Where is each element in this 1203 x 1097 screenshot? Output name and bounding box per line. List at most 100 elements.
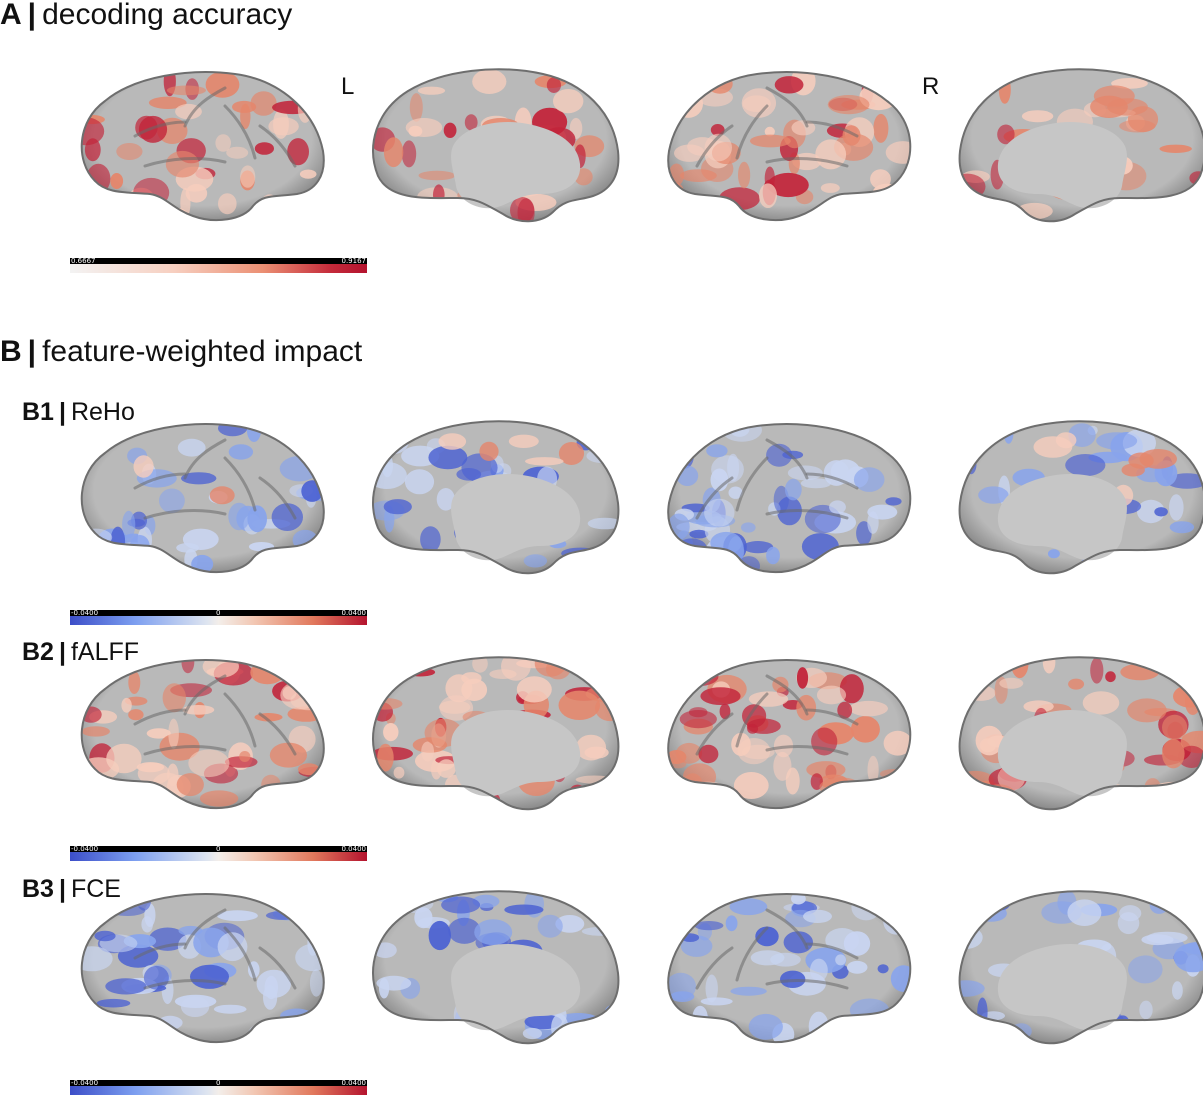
panel-b3-title: B3|FCE [22,877,121,902]
activation-patch [383,137,404,168]
activation-patch [248,542,275,552]
activation-patch [1119,905,1142,922]
panel-a-letter: A [0,0,22,31]
activation-patch [689,529,709,539]
sulcus [258,476,297,520]
activation-patch [574,203,586,215]
activation-patch [133,455,154,478]
activation-patch [876,546,892,570]
activation-patch [417,86,446,95]
activation-patch [595,781,619,799]
activation-patch [405,118,443,137]
activation-patch [1016,202,1053,220]
medial-wall [997,474,1127,561]
activation-patch [700,997,733,1006]
sulcus [258,124,297,168]
activation-patch [441,896,481,914]
activation-patch [1181,423,1203,433]
activation-patch [406,196,431,219]
activation-patch [706,444,728,458]
activation-patch [516,676,552,703]
activation-patch [587,517,619,530]
activation-patch [853,467,885,492]
activation-patch [978,486,1009,504]
activation-patch [489,669,517,679]
activation-patch [843,931,871,956]
activation-patch [202,660,240,678]
activation-patch [866,1024,909,1042]
activation-patch [1162,739,1185,769]
cortex-outline [80,423,325,574]
activation-patch [165,150,199,178]
activation-patch [1159,144,1192,153]
panel-b2-title: B2|fALFF [22,640,139,665]
activation-patch [420,526,441,553]
activation-patch [438,433,467,450]
activation-patch [1127,698,1167,723]
activation-patch [128,709,144,721]
activation-patch [81,757,120,781]
activation-patch [755,926,779,947]
activation-patch [395,554,426,564]
activation-patch [418,170,456,181]
activation-patch [679,710,717,729]
cortex-outline [372,656,620,811]
activation-patch [1154,507,1168,517]
activation-patch [228,502,250,531]
activation-patch [868,72,894,86]
activation-patch [774,76,804,94]
brain-b2-right-medial [958,656,1203,811]
activation-patch [873,113,889,143]
colorbar-b2-mid: 0 [216,845,221,853]
panel-b-letter: B [0,335,22,368]
activation-patch [256,969,291,998]
brain-b3-left-medial [372,890,620,1045]
cortex-outline [667,423,912,574]
activation-patch [377,743,394,772]
activation-patch [309,969,323,997]
activation-patch [472,69,507,94]
activation-patch [167,763,179,787]
activation-patch [849,700,888,717]
activation-patch [421,741,434,762]
activation-patch [113,795,125,808]
sulcus [765,438,809,480]
sulcus [143,509,227,520]
activation-patch [226,146,249,159]
activation-patch [86,191,112,201]
activation-patch [525,457,564,466]
panel-a-separator: | [27,0,37,31]
sulcus [805,942,859,960]
activation-patch [217,910,258,922]
colorbar-b1-max: 0.0400 [341,609,367,617]
activation-patch [190,964,229,989]
activation-patch [673,89,703,118]
activation-patch [96,998,131,1008]
activation-patch [867,755,879,784]
activation-patch [1090,657,1104,684]
activation-patch [584,746,609,759]
activation-patch [1055,432,1077,449]
sulcus [765,157,849,168]
activation-patch [1096,432,1138,450]
cortex-outline [958,656,1203,811]
sulcus [735,104,769,160]
sulcus [765,509,849,520]
activation-patch [1172,981,1183,1000]
activation-patch [508,434,539,448]
activation-patch [1177,791,1190,810]
colorbar-b2: -0.0400 0 0.0400 [70,845,367,861]
activation-patch [837,701,853,719]
medial-wall [451,122,581,209]
panel-b1-title: B1|ReHo [22,400,135,425]
activation-patch [1105,671,1116,683]
cortex-outline [667,893,912,1044]
sulcus [765,674,809,716]
activation-patch [1137,499,1165,524]
panel-a-title-text: decoding accuracy [42,0,293,31]
activation-patch [383,723,399,742]
activation-patch [461,678,488,701]
activation-patch [311,677,324,686]
sulcus [183,86,227,128]
activation-patch [81,117,105,146]
